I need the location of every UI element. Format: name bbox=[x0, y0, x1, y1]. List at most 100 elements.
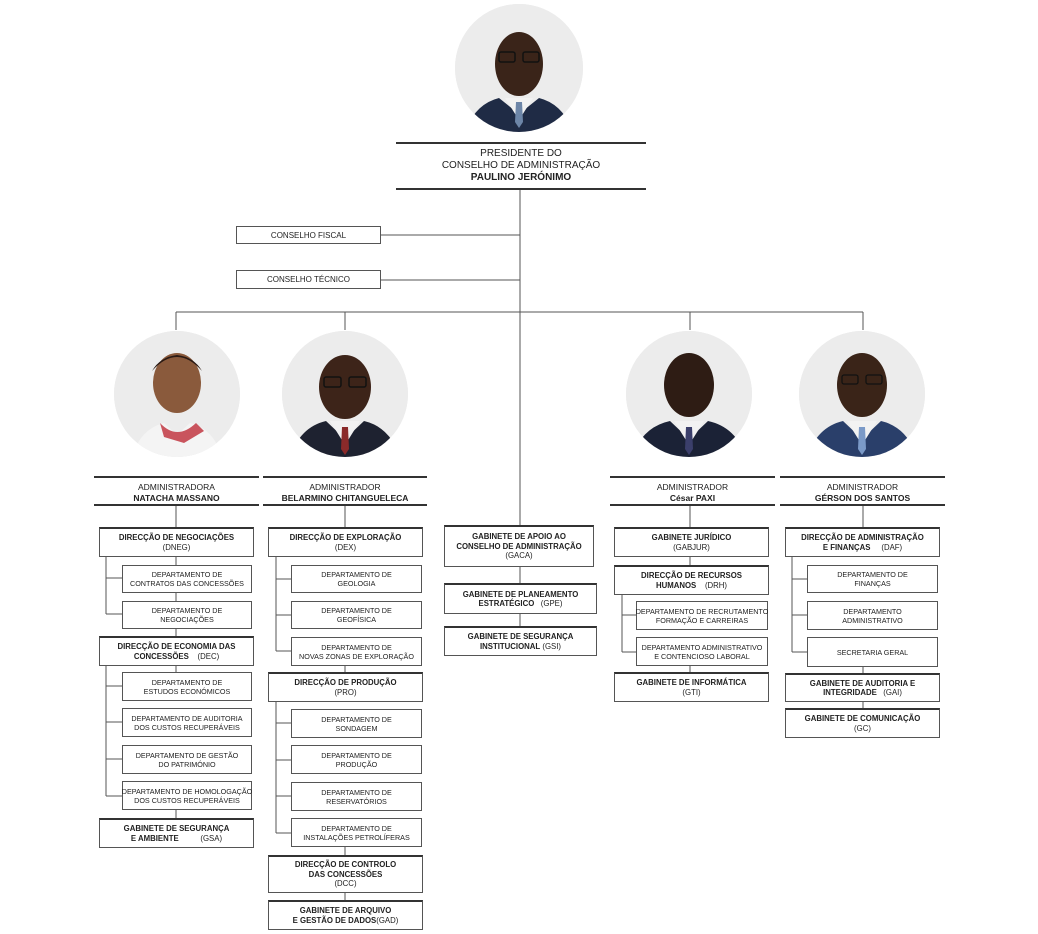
box-line: HUMANOS bbox=[655, 580, 697, 590]
gaca-box[interactable]: GABINETE DE APOIO AO CONSELHO DE ADMINIS… bbox=[444, 525, 594, 567]
dept-box[interactable]: DEPARTAMENTO DE NEGOCIAÇÕES bbox=[122, 601, 252, 629]
box-abbr: (GACA) bbox=[505, 551, 533, 561]
box-line: FINANÇAS bbox=[854, 579, 891, 588]
box-line: ADMINISTRATIVO bbox=[842, 615, 903, 625]
box-line: E CONTENCIOSO LABORAL bbox=[654, 651, 750, 661]
box-line: NEGOCIAÇÕES bbox=[160, 615, 214, 624]
admin-name: BELARMINO CHITANGUELECA bbox=[281, 492, 409, 503]
admin-role: ADMINISTRADORA bbox=[138, 482, 215, 492]
dept-box[interactable]: DEPARTAMENTO DE FINANÇAS bbox=[807, 565, 938, 593]
box-abbr: (GAI) bbox=[883, 688, 902, 697]
box-line: DEPARTAMENTO DE bbox=[321, 750, 392, 760]
box-line: ESTRATÉGICO bbox=[478, 599, 535, 608]
box-line: INSTALAÇÕES PETROLÍFERAS bbox=[303, 832, 410, 842]
box-line: GABINETE DE COMUNICAÇÃO bbox=[804, 714, 921, 723]
dept-box[interactable]: DEPARTAMENTO DE INSTALAÇÕES PETROLÍFERAS bbox=[291, 818, 422, 847]
admin-name: GÉRSON DOS SANTOS bbox=[814, 492, 911, 503]
box-line: DEPARTAMENTO bbox=[843, 606, 902, 616]
admin-photo-gerson bbox=[799, 331, 925, 457]
box-line: DOS CUSTOS RECUPERÁVEIS bbox=[134, 795, 240, 805]
box-line: DEPARTAMENTO DE HOMOLOGAÇÃO bbox=[121, 786, 253, 796]
box-line: E AMBIENTE bbox=[130, 833, 179, 843]
gc-box[interactable]: GABINETE DE COMUNICAÇÃO (GC) bbox=[785, 708, 940, 738]
dept-box[interactable]: DEPARTAMENTO ADMINISTRATIVO bbox=[807, 601, 938, 630]
box-line: GABINETE DE PLANEAMENTO bbox=[462, 589, 579, 599]
dept-box[interactable]: DEPARTAMENTO DE SONDAGEM bbox=[291, 709, 422, 738]
box-line: SECRETARIA GERAL bbox=[836, 647, 909, 657]
box-line: GABINETE JURÍDICO bbox=[651, 533, 732, 542]
box-line: FORMAÇÃO E CARREIRAS bbox=[655, 615, 749, 625]
box-line: GABINETE DE INFORMÁTICA bbox=[636, 678, 747, 687]
box-line: GABINETE DE AUDITORIA E bbox=[809, 678, 916, 688]
dneg-box[interactable]: DIRECÇÃO DE NEGOCIAÇÕES (DNEG) bbox=[99, 527, 254, 557]
dept-box[interactable]: DEPARTAMENTO DE GEOLOGIA bbox=[291, 565, 422, 593]
box-line: DIRECÇÃO DE EXPLORAÇÃO bbox=[289, 533, 402, 542]
admin-role: ADMINISTRADOR bbox=[309, 482, 381, 492]
daf-box[interactable]: DIRECÇÃO DE ADMINISTRAÇÃO E FINANÇAS (DA… bbox=[785, 527, 940, 557]
conselho-tecnico-box[interactable]: CONSELHO TÉCNICO bbox=[236, 270, 381, 289]
box-line: PRODUÇÃO bbox=[335, 759, 378, 769]
box-line: DEPARTAMENTO DE bbox=[321, 714, 392, 724]
dept-box[interactable]: DEPARTAMENTO DE RESERVATÓRIOS bbox=[291, 782, 422, 811]
admin-photo-belarmino bbox=[282, 331, 408, 457]
dept-box[interactable]: DEPARTAMENTO DE GESTÃO DO PATRIMÓNIO bbox=[122, 745, 252, 774]
box-line: CONTRATOS DAS CONCESSÕES bbox=[130, 579, 244, 588]
box-line: DEPARTAMENTO ADMINISTRATIVO bbox=[641, 642, 763, 652]
gad-box[interactable]: GABINETE DE ARQUIVO E GESTÃO DE DADOS(GA… bbox=[268, 900, 423, 930]
box-line: DIRECÇÃO DE ADMINISTRAÇÃO bbox=[801, 533, 924, 542]
dept-box[interactable]: DEPARTAMENTO DE GEOFÍSICA bbox=[291, 601, 422, 629]
box-line: GABINETE DE ARQUIVO bbox=[299, 906, 392, 915]
dept-box[interactable]: DEPARTAMENTO DE CONTRATOS DAS CONCESSÕES bbox=[122, 565, 252, 593]
gsi-box[interactable]: GABINETE DE SEGURANÇA INSTITUCIONAL (GSI… bbox=[444, 626, 597, 656]
gti-box[interactable]: GABINETE DE INFORMÁTICA (GTI) bbox=[614, 672, 769, 702]
box-line: DEPARTAMENTO DE RECRUTAMENTO bbox=[635, 606, 769, 616]
president-photo bbox=[455, 4, 583, 132]
gpe-box[interactable]: GABINETE DE PLANEAMENTO ESTRATÉGICO (GPE… bbox=[444, 583, 597, 614]
president-title-line1: PRESIDENTE DO bbox=[480, 148, 562, 159]
box-abbr: (GPE) bbox=[540, 599, 563, 608]
box-line: DEPARTAMENTO DE bbox=[837, 570, 908, 579]
box-line: DEPARTAMENTO DE bbox=[321, 642, 392, 652]
dept-box[interactable]: DEPARTAMENTO DE PRODUÇÃO bbox=[291, 745, 422, 774]
box-line: DEPARTAMENTO DE bbox=[151, 677, 223, 687]
dept-box[interactable]: DEPARTAMENTO DE AUDITORIA DOS CUSTOS REC… bbox=[122, 708, 252, 737]
box-line: GEOFÍSICA bbox=[336, 615, 377, 624]
box-line: CONCESSÕES bbox=[133, 651, 189, 661]
dept-box[interactable]: DEPARTAMENTO ADMINISTRATIVO E CONTENCIOS… bbox=[636, 637, 768, 666]
admin-photo-cesar bbox=[626, 331, 752, 457]
dept-box[interactable]: DEPARTAMENTO DE HOMOLOGAÇÃO DOS CUSTOS R… bbox=[122, 781, 252, 810]
box-line: NOVAS ZONAS DE EXPLORAÇÃO bbox=[299, 651, 414, 661]
dex-box[interactable]: DIRECÇÃO DE EXPLORAÇÃO (DEX) bbox=[268, 527, 423, 557]
dcc-box[interactable]: DIRECÇÃO DE CONTROLO DAS CONCESSÕES (DCC… bbox=[268, 855, 423, 893]
dept-box[interactable]: DEPARTAMENTO DE ESTUDOS ECONÓMICOS bbox=[122, 672, 252, 701]
dept-box[interactable]: SECRETARIA GERAL bbox=[807, 637, 938, 667]
box-line: DOS CUSTOS RECUPERÁVEIS bbox=[134, 722, 240, 732]
gsa-box[interactable]: GABINETE DE SEGURANÇA E AMBIENTE (GSA) bbox=[99, 818, 254, 848]
president-title-line2: CONSELHO DE ADMINISTRAÇÃO bbox=[441, 160, 601, 171]
drh-box[interactable]: DIRECÇÃO DE RECURSOS HUMANOS (DRH) bbox=[614, 565, 769, 595]
gabjur-box[interactable]: GABINETE JURÍDICO (GABJUR) bbox=[614, 527, 769, 557]
conselho-fiscal-box[interactable]: CONSELHO FISCAL bbox=[236, 226, 381, 244]
box-line: DEPARTAMENTO DE GESTÃO bbox=[135, 750, 239, 760]
admin-photo-natacha bbox=[114, 331, 240, 457]
box-line: DEPARTAMENTO DE bbox=[321, 787, 392, 797]
box-abbr: (DNEG) bbox=[162, 542, 191, 552]
dept-box[interactable]: DEPARTAMENTO DE NOVAS ZONAS DE EXPLORAÇÃ… bbox=[291, 637, 422, 666]
admin-role: ADMINISTRADOR bbox=[826, 482, 899, 492]
president-header: PRESIDENTE DO CONSELHO DE ADMINISTRAÇÃO … bbox=[396, 142, 646, 190]
admin-header-cesar: ADMINISTRADOR César PAXI bbox=[610, 476, 775, 506]
conselho-tecnico-label: CONSELHO TÉCNICO bbox=[267, 275, 350, 284]
box-line: RESERVATÓRIOS bbox=[326, 796, 387, 806]
box-line: SONDAGEM bbox=[335, 723, 378, 733]
box-line: DEPARTAMENTO DE AUDITORIA bbox=[131, 713, 243, 723]
dept-box[interactable]: DEPARTAMENTO DE RECRUTAMENTO FORMAÇÃO E … bbox=[636, 601, 768, 630]
dec-box[interactable]: DIRECÇÃO DE ECONOMIA DAS CONCESSÕES (DEC… bbox=[99, 636, 254, 666]
box-abbr: (GAD) bbox=[376, 915, 399, 925]
box-abbr: (GC) bbox=[854, 723, 871, 733]
pro-box[interactable]: DIRECÇÃO DE PRODUÇÃO (PRO) bbox=[268, 672, 423, 702]
admin-name: César PAXI bbox=[669, 492, 716, 503]
box-abbr: (GABJUR) bbox=[673, 542, 710, 552]
box-abbr: (DEX) bbox=[334, 542, 357, 552]
gai-box[interactable]: GABINETE DE AUDITORIA E INTEGRIDADE (GAI… bbox=[785, 673, 940, 702]
box-abbr: (DRH) bbox=[704, 580, 728, 590]
